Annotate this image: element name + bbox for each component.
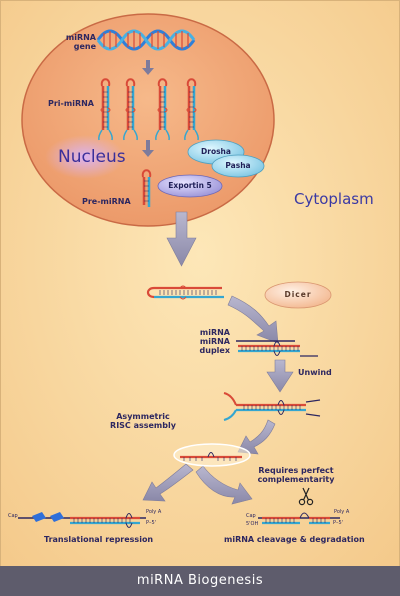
repression-arrow (142, 463, 194, 502)
dicer-processing-arrow (227, 295, 279, 344)
mirna-duplex (236, 340, 318, 357)
drosha-label: Drosha (201, 147, 231, 156)
figure-title: miRNA Biogenesis (0, 566, 400, 596)
translational-repression-label: Translational repression (44, 535, 154, 544)
risc-guide-strand (180, 452, 242, 461)
oh3-label: 5'OH (246, 521, 259, 527)
pasha-enzyme (211, 154, 265, 178)
cytoplasm-pre-mirna (146, 285, 224, 300)
cap-left-label: Cap (8, 513, 18, 519)
exportin-label: Exportin 5 (168, 181, 212, 190)
dicer-enzyme (264, 281, 332, 309)
cleavage-degradation-label: miRNA cleavage & degradation (224, 535, 365, 544)
p5-left-label: P–5' (146, 520, 157, 526)
translational-repression-target (18, 512, 146, 528)
unwinding-duplex (223, 392, 321, 421)
dicer-label: Dicer (284, 290, 312, 299)
export-arrow (166, 211, 197, 267)
risc-complex-highlight (173, 443, 251, 467)
unwind-arrow (266, 359, 294, 393)
cleavage-target (258, 512, 340, 525)
perfect-complementarity-label: Requires perfect complementarity (257, 466, 335, 484)
cytoplasm-label: Cytoplasm (294, 190, 374, 208)
p5-right-label: P–5' (333, 520, 344, 526)
pri-mirna-label: Pri-miRNA (48, 99, 94, 108)
scissors-icon (298, 487, 314, 506)
pasha-label: Pasha (225, 161, 251, 170)
risc-assembly-label: Asymmetric RISC assembly (110, 412, 176, 430)
pre-mirna-hairpin (141, 169, 152, 207)
dna-helix-icon (96, 29, 196, 51)
pre-mirna-label: Pre-miRNA (82, 197, 131, 206)
risc-arrow (237, 419, 276, 455)
mirna-duplex-label: miRNA miRNA duplex (199, 328, 230, 355)
cleavage-arrow (195, 465, 253, 505)
poly-a-right-label: Poly A (334, 509, 350, 515)
nucleus-label: Nucleus (58, 147, 126, 167)
cap-right-label: Cap (246, 513, 256, 519)
mirna-gene-label: miRNA gene (65, 33, 96, 51)
exportin-5-protein (157, 174, 223, 198)
poly-a-left-label: Poly A (146, 509, 162, 515)
unwind-label: Unwind (298, 368, 332, 377)
